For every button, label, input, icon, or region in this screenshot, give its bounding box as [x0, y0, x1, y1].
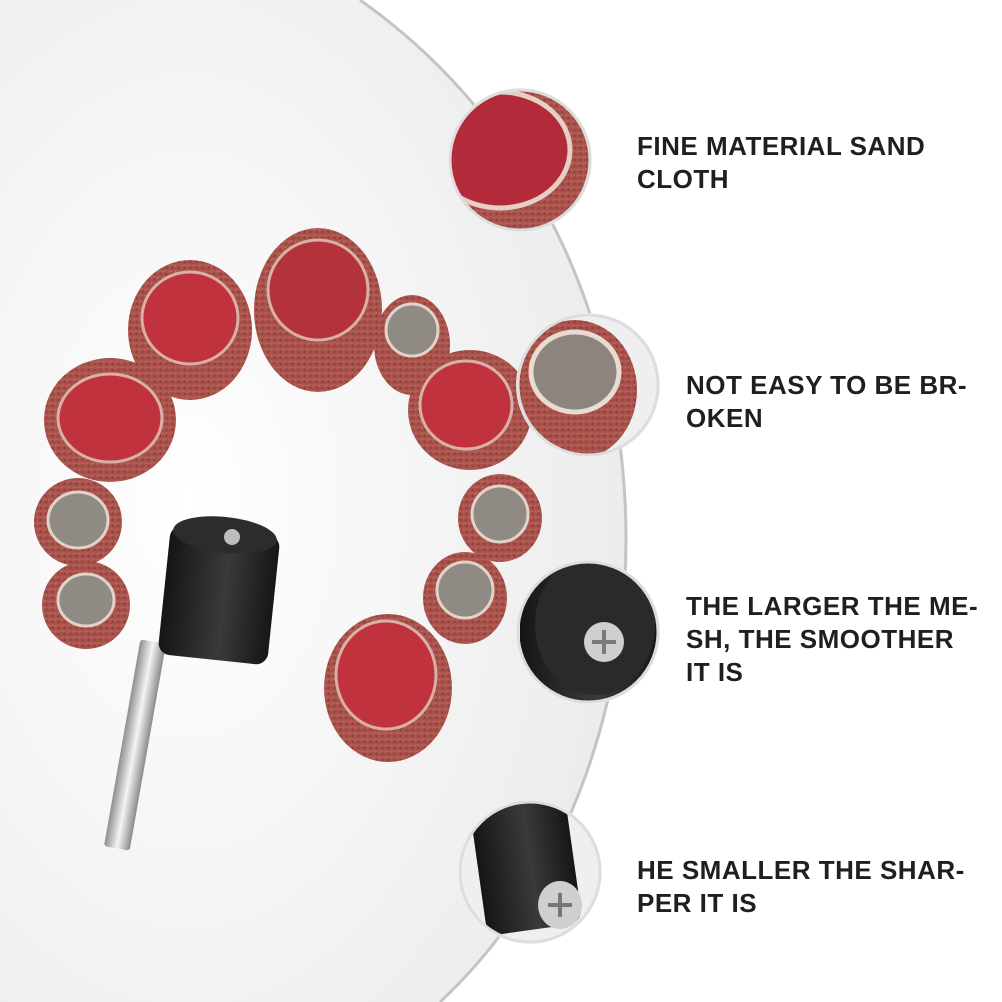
sanding-band	[458, 474, 542, 562]
feature-text-not-easy-broken: NOT EASY TO BE BR- OKEN	[686, 369, 967, 435]
closeup-mandrel	[458, 800, 602, 944]
closeup-rubber-drum	[516, 560, 660, 704]
sanding-band	[44, 358, 176, 482]
feature-line: IT IS	[686, 657, 744, 687]
sanding-band	[324, 614, 452, 762]
feature-line: OKEN	[686, 403, 764, 433]
feature-line: PER IT IS	[637, 888, 758, 918]
feature-text-smaller-sharper: HE SMALLER THE SHAR- PER IT IS	[637, 854, 965, 920]
feature-line: HE SMALLER THE SHAR-	[637, 855, 965, 885]
sanding-band	[254, 228, 382, 392]
sanding-bands	[34, 228, 542, 762]
closeup-sand-cloth	[448, 88, 592, 232]
closeup-band-edge	[516, 313, 660, 457]
mandrel	[104, 516, 280, 851]
feature-line: FINE MATERIAL SAND	[637, 131, 926, 161]
feature-text-larger-mesh: THE LARGER THE ME- SH, THE SMOOTHER IT I…	[686, 590, 978, 689]
sanding-band	[423, 552, 507, 644]
feature-line: THE LARGER THE ME-	[686, 591, 979, 621]
sanding-band	[128, 260, 252, 400]
sanding-band	[34, 478, 122, 566]
feature-line: NOT EASY TO BE BR-	[686, 370, 968, 400]
feature-line: CLOTH	[637, 164, 730, 194]
feature-text-sand-cloth: FINE MATERIAL SAND CLOTH	[637, 130, 925, 196]
sanding-band	[408, 350, 532, 470]
feature-line: SH, THE SMOOTHER	[686, 624, 955, 654]
sanding-band	[42, 561, 130, 649]
